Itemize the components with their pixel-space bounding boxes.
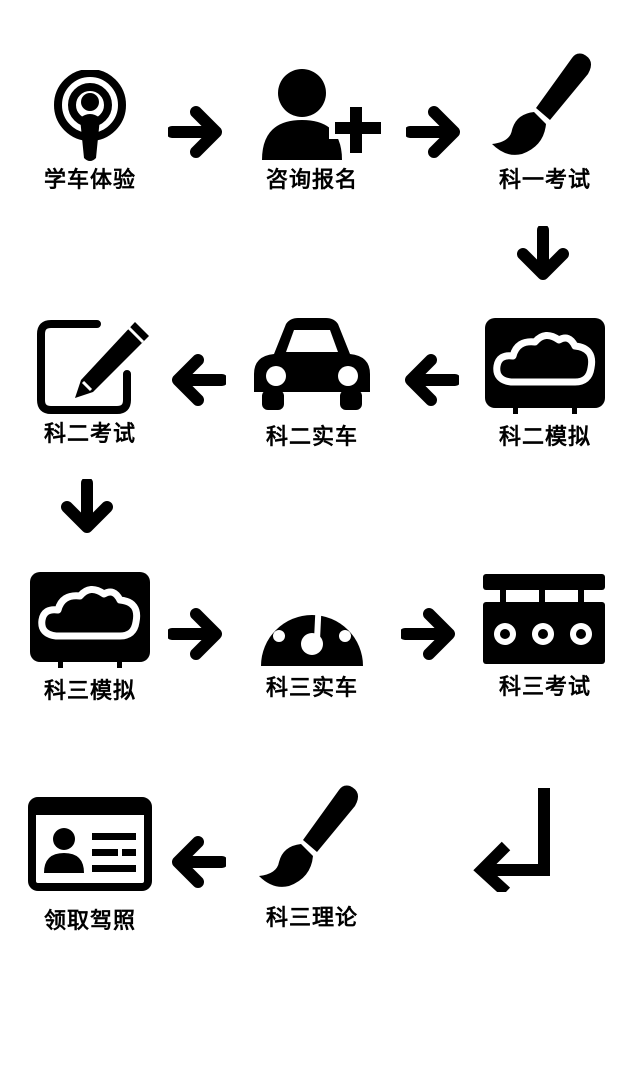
step-kesan-kaoshi: 科三考试 bbox=[470, 566, 620, 711]
step-kesan-shiche: 科三实车 bbox=[237, 566, 387, 711]
step-xueche-tiyan: 学车体验 bbox=[15, 60, 165, 200]
step-label: 科二模拟 bbox=[498, 425, 591, 450]
step-label: 科三理论 bbox=[265, 906, 358, 931]
arrow-right-icon bbox=[406, 106, 460, 158]
step-keer-moni: 科二模拟 bbox=[470, 312, 620, 457]
step-label: 科二实车 bbox=[265, 425, 358, 450]
add-user-icon bbox=[262, 69, 385, 160]
cloud-monitor-icon bbox=[485, 318, 605, 414]
step-label: 科一考试 bbox=[498, 168, 591, 193]
speedometer-icon bbox=[261, 592, 363, 666]
paintbrush-icon bbox=[492, 53, 592, 155]
arrow-left-icon bbox=[172, 836, 226, 888]
step-keer-shiche: 科二实车 bbox=[237, 312, 387, 457]
step-label: 科三考试 bbox=[498, 675, 591, 700]
lights-panel-icon bbox=[483, 574, 605, 664]
step-label: 科三实车 bbox=[265, 676, 358, 701]
cloud-monitor-icon bbox=[30, 572, 150, 668]
step-keer-kaoshi: 科二考试 bbox=[15, 312, 165, 457]
step-label: 咨询报名 bbox=[265, 168, 358, 193]
arrow-left-icon bbox=[172, 354, 226, 406]
podcast-icon bbox=[54, 70, 126, 161]
edit-icon bbox=[37, 320, 149, 414]
step-label: 科二考试 bbox=[43, 422, 136, 447]
step-zixun-baoming: 咨询报名 bbox=[237, 60, 387, 200]
step-keyi-kaoshi: 科一考试 bbox=[470, 50, 620, 200]
arrow-right-icon bbox=[168, 608, 222, 660]
step-kesan-moni: 科三模拟 bbox=[15, 566, 165, 711]
return-arrow-icon bbox=[473, 788, 550, 892]
arrow-down-icon bbox=[517, 226, 569, 280]
step-label: 领取驾照 bbox=[43, 909, 136, 934]
arrow-right-icon bbox=[168, 106, 222, 158]
step-label: 科三模拟 bbox=[43, 679, 136, 704]
arrow-down-icon bbox=[61, 479, 113, 533]
step-lingqu-jiazhao: 领取驾照 bbox=[15, 795, 165, 945]
step-label: 学车体验 bbox=[43, 168, 136, 193]
arrow-right-icon bbox=[401, 608, 455, 660]
paintbrush-icon bbox=[259, 785, 359, 887]
step-kesan-lilun: 科三理论 bbox=[237, 782, 387, 942]
car-icon bbox=[254, 318, 370, 410]
id-card-icon bbox=[28, 797, 152, 891]
arrow-left-icon bbox=[405, 354, 459, 406]
